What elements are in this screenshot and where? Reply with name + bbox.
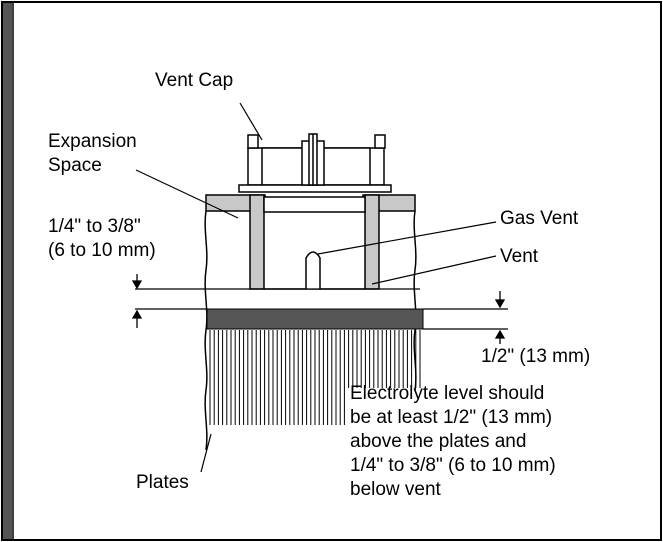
label-gas-vent: Gas Vent — [500, 208, 579, 229]
label-plates: Plates — [136, 472, 189, 493]
label-expansion-line1: Expansion — [48, 131, 137, 152]
note-line-5: below vent — [350, 479, 442, 500]
left-sidebar-strip — [3, 3, 12, 539]
label-gap-line2: (6 to 10 mm) — [48, 240, 156, 261]
gap-dimension-arrows — [131, 274, 143, 328]
half-inch-dimension-arrows — [494, 291, 506, 344]
label-half-inch: 1/2" (13 mm) — [481, 346, 590, 367]
label-vent-cap: Vent Cap — [155, 70, 233, 91]
note-line-2: be at least 1/2" (13 mm) — [350, 407, 552, 428]
plate-top-band — [206, 308, 424, 330]
vent-cap — [238, 133, 392, 193]
container-wall-left — [204, 210, 208, 451]
container-wall-right — [413, 210, 417, 391]
note-line-1: Electrolyte level should — [350, 383, 544, 404]
cell-body — [205, 194, 416, 290]
note-line-3: above the plates and — [350, 431, 526, 452]
leader-lines — [135, 102, 497, 473]
label-vent: Vent — [500, 246, 539, 267]
plates — [209, 330, 421, 425]
label-expansion-line2: Space — [48, 155, 102, 176]
note-line-4: 1/4" to 3/8" (6 to 10 mm) — [350, 455, 556, 476]
label-gap-line1: 1/4" to 3/8" — [48, 216, 141, 237]
electrolyte-note: Electrolyte level should be at least 1/2… — [350, 383, 556, 500]
